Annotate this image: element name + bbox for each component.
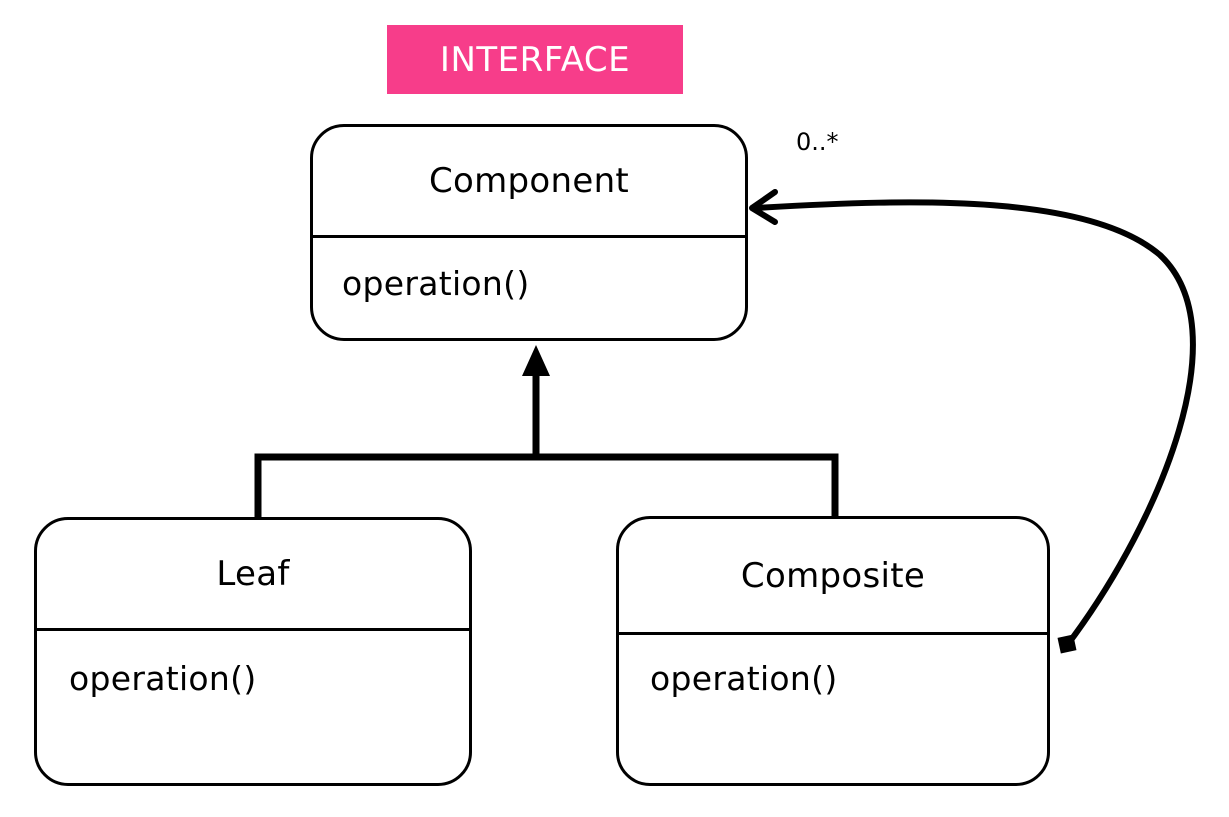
composite-operation: operation() [650, 659, 838, 698]
aggregation-multiplicity: 0..* [796, 128, 839, 156]
component-class-name: Component [313, 127, 745, 238]
interface-tag-label: INTERFACE [439, 39, 631, 80]
component-operation: operation() [342, 264, 530, 303]
aggregation-connector [753, 199, 1196, 643]
composite-class-box: Composite operation() [616, 516, 1050, 786]
leaf-class-name: Leaf [37, 520, 469, 631]
aggregation-diamond [1057, 634, 1077, 654]
leaf-operation: operation() [69, 659, 257, 698]
aggregation-arrowhead [749, 189, 778, 225]
leaf-class-box: Leaf operation() [34, 517, 472, 786]
inheritance-arrowhead [522, 345, 550, 376]
composite-class-name: Composite [619, 519, 1047, 635]
inheritance-connector [254, 453, 839, 517]
component-class-box: Component operation() [310, 124, 748, 341]
interface-tag: INTERFACE [387, 25, 683, 94]
